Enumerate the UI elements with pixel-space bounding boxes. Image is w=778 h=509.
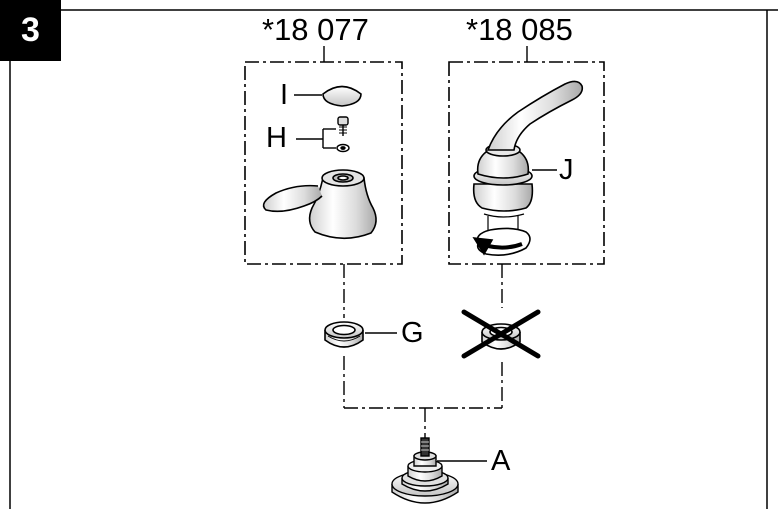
assembly-lines (343, 264, 503, 438)
leader-h (296, 128, 336, 149)
valve-part-a (391, 437, 459, 504)
model-number-right: *18 085 (466, 12, 573, 47)
part-label-h: H (266, 122, 287, 154)
cross-out-mark (461, 309, 541, 359)
step-number-badge: 3 (0, 0, 61, 61)
part-label-g: G (401, 317, 424, 349)
cap-part-i (322, 85, 362, 107)
part-label-a: A (491, 445, 511, 477)
screw-washer-part-h (336, 116, 350, 153)
part-label-i: I (280, 79, 289, 111)
part-label-j: J (559, 154, 574, 186)
adapter-ring-part-g (324, 321, 364, 348)
lever-handle-part-j (472, 80, 584, 232)
rotation-arrow (472, 227, 531, 256)
model-number-left: *18 077 (262, 12, 369, 47)
lever-handle-left (262, 169, 377, 240)
